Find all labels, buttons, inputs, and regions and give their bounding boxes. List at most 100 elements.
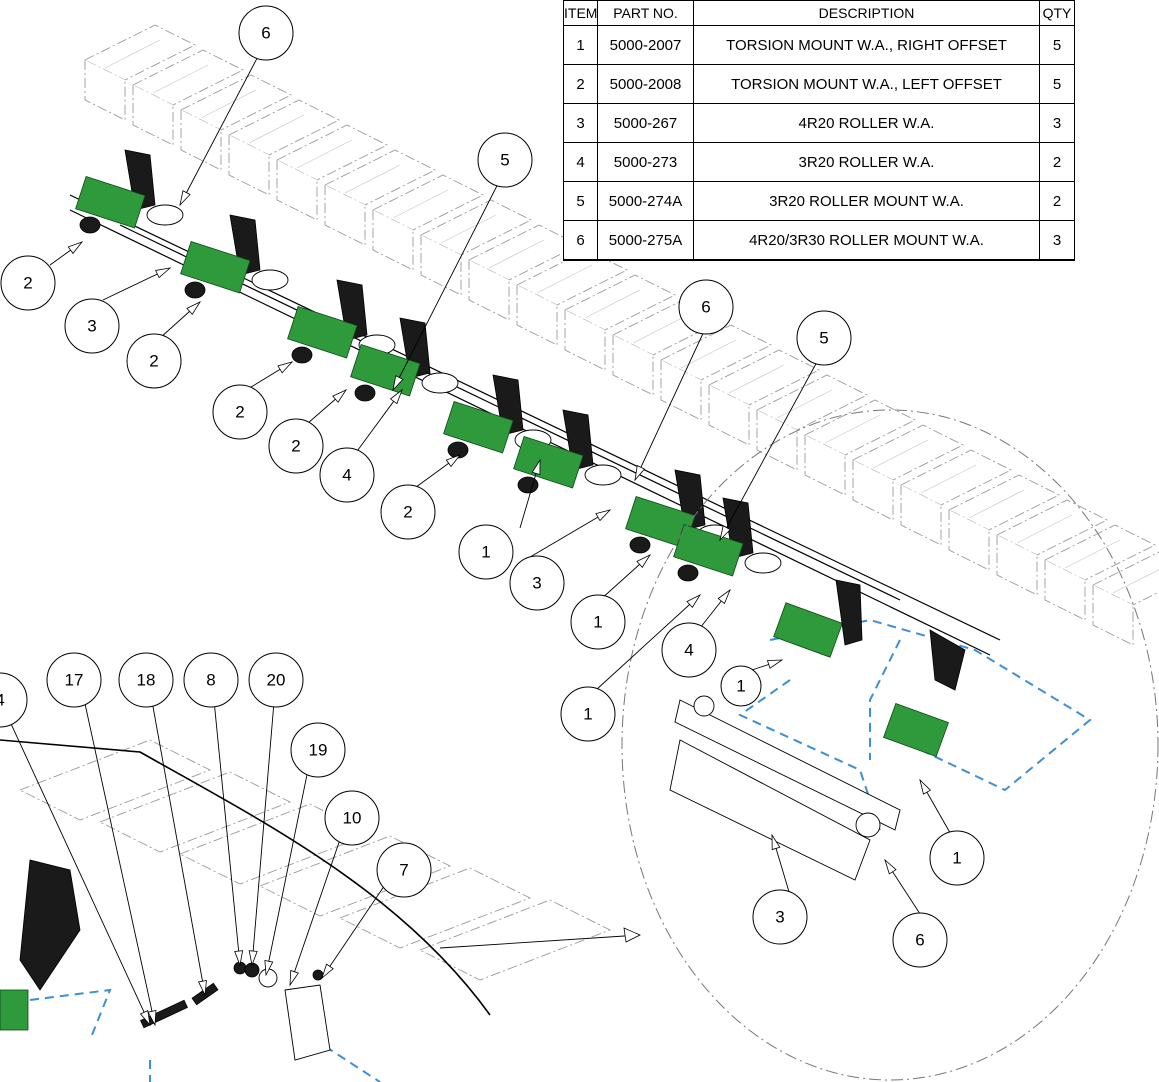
leader-arrowhead: [155, 267, 172, 279]
leader-arrowhead: [289, 969, 299, 987]
item-balloon: 1: [560, 686, 616, 742]
shaft-tube-part: [674, 699, 901, 831]
bom-item: 6: [563, 220, 598, 261]
phantom-block: [995, 499, 1109, 596]
torsion-mount: [287, 279, 396, 364]
balloon-number: 1: [952, 849, 961, 868]
exploded-detail: [669, 579, 1092, 881]
item-balloon: 2: [0, 255, 56, 311]
item-balloon: 7: [376, 842, 432, 898]
bom-qty: 3: [1039, 103, 1075, 143]
phantom-block: [179, 74, 293, 171]
balloon-number: 4: [342, 466, 351, 485]
balloon-number: 1: [583, 705, 592, 724]
leader-arrowhead: [147, 1009, 157, 1027]
bom-description: 3R20 ROLLER W.A.: [693, 142, 1040, 182]
balloon-number: 1: [481, 543, 490, 562]
torsion-mount: [180, 214, 289, 299]
item-balloon: 2: [380, 484, 436, 540]
leader-arrowhead: [264, 959, 274, 977]
mount-assemblies: [75, 149, 782, 582]
item-balloons: 652322242651314111364171882019107: [0, 5, 985, 968]
bom-qty: 5: [1039, 64, 1075, 104]
leader-arrowhead: [771, 833, 781, 851]
bom-row: 2 5000-2008 TORSION MOUNT W.A., LEFT OFF…: [563, 64, 1075, 104]
item-balloon: 1: [458, 524, 514, 580]
balloon-number: 2: [291, 437, 300, 456]
item-balloon: 5: [477, 132, 533, 188]
item-balloon: 1: [570, 594, 626, 650]
bom-item: 1: [563, 25, 598, 65]
leader-line: [719, 359, 819, 541]
balloon-number: 6: [261, 24, 270, 43]
torsion-mount: [75, 149, 184, 234]
bom-part-no: 5000-274A: [597, 181, 694, 221]
item-balloon: 6: [238, 5, 294, 61]
balloon-number: 10: [343, 809, 362, 828]
item-balloon: 2: [126, 333, 182, 389]
item-balloon: 3: [64, 298, 120, 354]
balloon-number: 2: [149, 352, 158, 371]
bom-header-qty: QTY: [1039, 0, 1075, 26]
balloon-number: 7: [399, 861, 408, 880]
bom-row: 3 5000-267 4R20 ROLLER W.A. 3: [563, 103, 1075, 143]
leader-arrowhead: [766, 659, 784, 669]
item-balloon: 4: [319, 447, 375, 503]
bom-part-no: 5000-2007: [597, 25, 694, 65]
phantom-block: [563, 274, 677, 371]
balloon-number: 6: [915, 931, 924, 950]
detail-view-boundary: [621, 409, 1159, 1081]
balloon-number: 3: [775, 908, 784, 927]
leader-arrowhead: [719, 525, 731, 542]
item-balloon: 17: [46, 652, 102, 708]
bom-description: TORSION MOUNT W.A., RIGHT OFFSET: [693, 25, 1040, 65]
phantom-block: [131, 49, 245, 146]
callout-leaders: [0, 44, 958, 1027]
item-balloon: 5: [796, 310, 852, 366]
leader-arrowhead: [884, 858, 897, 875]
balloon-number: 2: [403, 503, 412, 522]
torsion-mount: [350, 317, 459, 402]
item-balloon: 4: [0, 672, 28, 728]
leader-line: [392, 169, 506, 391]
balloon-number: 2: [23, 274, 32, 293]
phantom-block: [1043, 524, 1157, 621]
balloon-number: 19: [309, 741, 328, 760]
balloon-number: 3: [532, 574, 541, 593]
item-balloon: 1: [720, 665, 762, 707]
leader-arrowhead: [686, 594, 702, 609]
balloon-number: 4: [0, 691, 5, 710]
leader-line: [212, 689, 241, 966]
balloon-number: 4: [684, 641, 693, 660]
phantom-block: [83, 24, 197, 121]
leader-line: [289, 824, 346, 986]
leader-arrowhead: [332, 389, 348, 403]
balloon-number: 3: [87, 317, 96, 336]
phantom-block: [98, 771, 292, 853]
phantom-block: [851, 424, 965, 521]
bom-row: 5 5000-274A 3R20 ROLLER MOUNT W.A. 2: [563, 181, 1075, 221]
bill-of-materials: ITEM PART NO. DESCRIPTION QTY 1 5000-200…: [563, 0, 1075, 261]
balloon-number: 1: [593, 613, 602, 632]
leader-arrowhead: [531, 458, 541, 476]
balloon-number: 2: [235, 403, 244, 422]
item-balloon: 4: [661, 622, 717, 678]
bom-item: 5: [563, 181, 598, 221]
leader-arrowhead: [277, 361, 294, 374]
leader-arrowhead: [392, 375, 404, 392]
item-balloon: 10: [324, 790, 380, 846]
bom-qty: 2: [1039, 181, 1075, 221]
leader-arrowhead: [234, 950, 244, 967]
item-balloon: 6: [892, 912, 948, 968]
bom-description: TORSION MOUNT W.A., LEFT OFFSET: [693, 64, 1040, 104]
torsion-mount: [673, 497, 782, 582]
bom-qty: 5: [1039, 25, 1075, 65]
bom-row: 6 5000-275A 4R20/3R30 ROLLER MOUNT W.A. …: [563, 220, 1075, 261]
phantom-block: [275, 124, 389, 221]
bom-row: 4 5000-273 3R20 ROLLER W.A. 2: [563, 142, 1075, 182]
bom-item: 2: [563, 64, 598, 104]
bom-qty: 3: [1039, 220, 1075, 261]
bom-header-description: DESCRIPTION: [693, 0, 1040, 26]
item-balloon: 3: [752, 889, 808, 945]
bom-part-no: 5000-273: [597, 142, 694, 182]
